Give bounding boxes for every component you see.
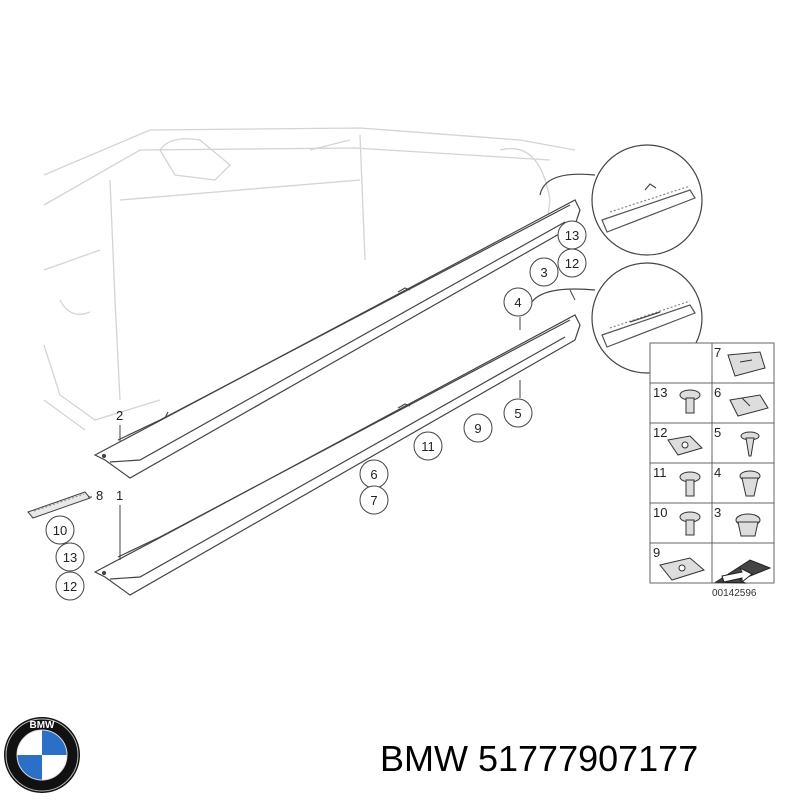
leader-lines xyxy=(88,239,578,560)
callout-12-left: 12 xyxy=(55,571,85,601)
callout-13-right: 13 xyxy=(557,220,587,250)
callout-number: 1 xyxy=(116,488,123,503)
rivet-4-drawing xyxy=(739,470,761,497)
callout-number: 6 xyxy=(370,467,377,482)
grommet-3-drawing xyxy=(735,513,761,537)
clip-6-drawing xyxy=(729,394,769,417)
legend-number-4: 4 xyxy=(714,465,721,480)
legend-number-11: 11 xyxy=(653,465,667,480)
side-sill-upper xyxy=(93,199,581,479)
callout-10: 10 xyxy=(45,515,75,545)
trim-strip-part xyxy=(27,491,91,519)
legend-number-6: 6 xyxy=(714,385,721,400)
logo-letters: BMW xyxy=(30,720,56,731)
screw-11-drawing xyxy=(679,471,701,497)
clip-7-drawing xyxy=(727,351,766,377)
detail-view-upper xyxy=(539,144,703,256)
callout-number: 2 xyxy=(116,408,123,423)
car-body-outline xyxy=(43,127,576,431)
callout-13-left: 13 xyxy=(55,542,85,572)
callout-number: 9 xyxy=(474,421,481,436)
bmw-logo: BMW xyxy=(4,717,80,793)
legend-number-5: 5 xyxy=(714,425,721,440)
legend-number-10: 10 xyxy=(653,505,667,520)
callout-number: 5 xyxy=(514,406,521,421)
callout-2: 2 xyxy=(116,408,123,423)
callout-6: 6 xyxy=(359,459,389,489)
callout-4: 4 xyxy=(503,287,533,317)
callout-5: 5 xyxy=(503,398,533,428)
screw-5-drawing xyxy=(740,431,760,457)
callout-8: 8 xyxy=(96,488,103,503)
side-sill-lower xyxy=(93,314,581,596)
legend-number-12: 12 xyxy=(653,425,667,440)
nut-12-drawing xyxy=(667,435,703,456)
callout-number: 12 xyxy=(63,579,77,594)
callouts: 2 1 8 10 13 12 13 3 12 xyxy=(45,220,587,601)
callout-1: 1 xyxy=(116,488,123,503)
screw-13-drawing xyxy=(679,389,701,414)
part-number-caption: BMW 51777907177 xyxy=(380,738,699,779)
legend-number-13: 13 xyxy=(653,385,667,400)
callout-9: 9 xyxy=(463,413,493,443)
callout-number: 11 xyxy=(421,439,435,454)
callout-number: 3 xyxy=(540,265,547,280)
callout-number: 7 xyxy=(370,493,377,508)
arrow-icon xyxy=(714,559,772,584)
legend-number-3: 3 xyxy=(714,505,721,520)
callout-7: 7 xyxy=(359,485,389,515)
callout-number: 13 xyxy=(565,228,579,243)
diagram-code: 00142596 xyxy=(712,588,757,599)
callout-number: 10 xyxy=(53,523,67,538)
callout-number: 13 xyxy=(63,550,77,565)
callout-number: 12 xyxy=(565,256,579,271)
clip-9-drawing xyxy=(659,557,706,581)
parts-legend-table: 7 13 6 12 5 11 4 10 3 9 xyxy=(649,342,775,599)
callout-12-right: 12 xyxy=(557,248,587,278)
callout-number: 4 xyxy=(514,295,521,310)
callout-11: 11 xyxy=(413,431,443,461)
callout-3: 3 xyxy=(529,257,559,287)
callout-number: 8 xyxy=(96,488,103,503)
legend-number-7: 7 xyxy=(714,345,721,360)
screw-10-drawing xyxy=(679,511,701,536)
legend-number-9: 9 xyxy=(653,545,660,560)
